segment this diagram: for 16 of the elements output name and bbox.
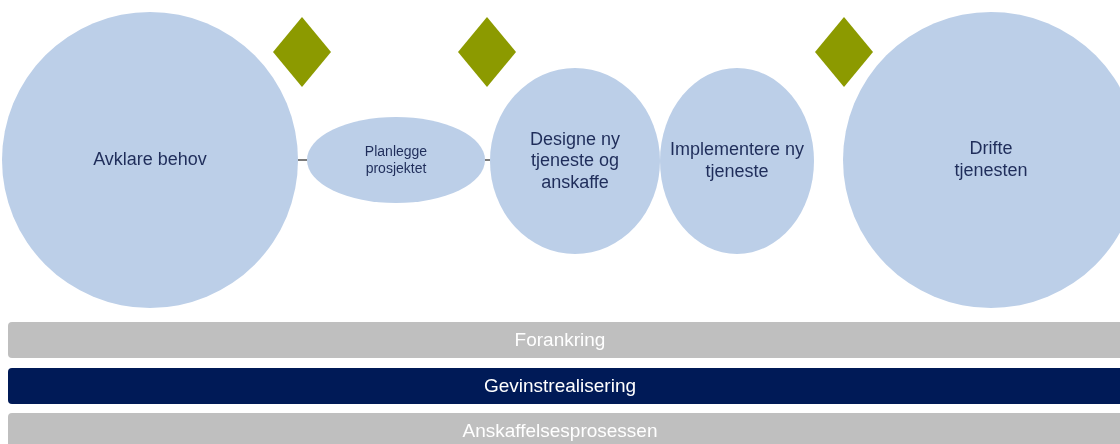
connector-line	[297, 159, 308, 161]
node-label: Designe ny tjeneste og anskaffe	[528, 128, 622, 194]
phase-bar	[8, 322, 1120, 358]
connector-line	[484, 159, 491, 161]
node-label: Planlegge prosjektet	[363, 143, 429, 177]
node-label: Avklare behov	[92, 149, 208, 171]
node-label: Implementere ny tjeneste	[668, 139, 806, 183]
node-label: Drifte tjenesten	[953, 138, 1029, 182]
milestone-diamond	[458, 17, 516, 87]
bar-label: Anskaffelsesprosessen	[461, 419, 659, 443]
bar-label: Gevinstrealisering	[482, 374, 638, 398]
bar-label: Forankring	[513, 328, 607, 352]
phase-bar	[8, 413, 1120, 444]
milestone-diamond	[273, 17, 331, 87]
milestone-diamond	[815, 17, 873, 87]
phase-bar	[8, 368, 1120, 404]
